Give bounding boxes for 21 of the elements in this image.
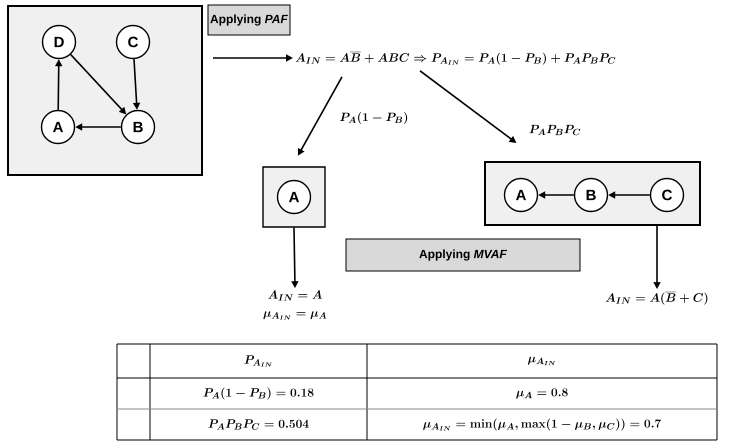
circle-node: A (504, 178, 538, 212)
label-box: Applying MVAF (346, 238, 580, 272)
table-cell: $P_A(1-P_B) = 0.18$ (203, 388, 314, 400)
circle-node: B (574, 178, 608, 212)
circle-node: A (40, 110, 76, 144)
formula: $A_{IN} = A\overline{B} + ABC \Rightarrow P_{A_{IN}} = P_A(1-P_B) + P_AP_BP_C$ (296, 52, 616, 65)
formula: $A_{IN} = A$ $\mu_{A_{IN}} = \mu_A$ (263, 290, 326, 320)
circle-node: C (650, 178, 684, 212)
table-cell: $P_{A_{IN}}$ (244, 355, 272, 367)
edge-label: $P_A(1-P_B)$ (338, 111, 410, 125)
formula: $A_{IN} = A(\overline{B} + C)$ (606, 292, 708, 305)
table-cell: $\mu_{A_{IN}}$ (528, 356, 556, 366)
circle-node: B (120, 110, 156, 144)
edge-label: $P_AP_BP_C$ (528, 124, 582, 136)
label-box: Applying PAF (208, 4, 290, 36)
circle-node: A (276, 180, 312, 214)
table-cell: $P_AP_BP_C = 0.504$ (208, 419, 309, 430)
circle-node: C (116, 24, 150, 60)
table-cell: $\mu_{A_{IN}} = \min(\mu_A, \max(1-\mu_B, \mu_C)) = 0.7$ (423, 418, 662, 430)
table-cell: $\mu_A = 0.8$ (516, 388, 568, 399)
circle-node: D (42, 24, 76, 60)
